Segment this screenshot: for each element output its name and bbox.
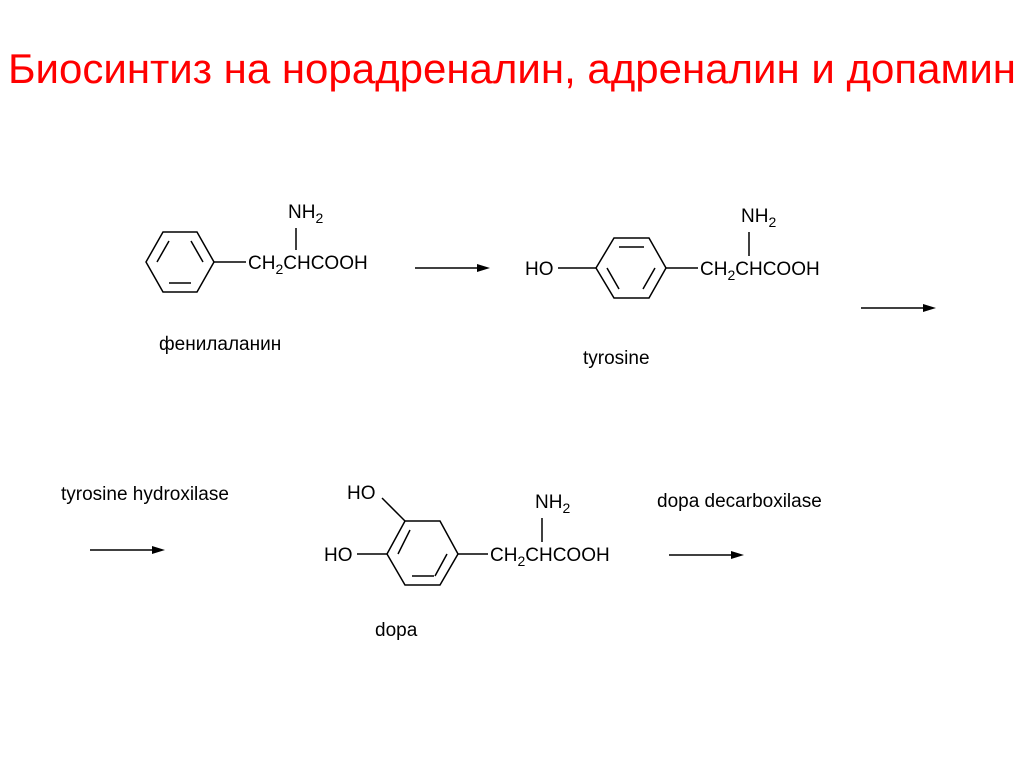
dopa-label: dopa bbox=[375, 620, 418, 641]
tyrosine-structure: HO NH2 CH2CHCOOH bbox=[525, 206, 820, 299]
benzene-ring bbox=[595, 237, 667, 299]
phenylalanine-label: фенилаланин bbox=[159, 334, 281, 355]
reaction-arrow-2 bbox=[861, 304, 936, 312]
page-title: Биосинтиз на норадреналин, адреналин и д… bbox=[7, 45, 1017, 92]
enzyme-label-tyrosine-hydroxylase: tyrosine hydroxilase bbox=[61, 484, 229, 505]
reaction-arrow-4 bbox=[669, 551, 744, 559]
side-chain: CH2CHCOOH bbox=[700, 259, 820, 283]
hydroxyl-group-4: HO bbox=[324, 545, 353, 566]
hydroxyl-group: HO bbox=[525, 259, 554, 280]
benzene-ring bbox=[145, 231, 215, 293]
side-chain: CH2CHCOOH bbox=[490, 545, 610, 569]
tyrosine-label: tyrosine bbox=[583, 348, 650, 369]
dopa-structure: HO HO NH2 CH2CHCOOH bbox=[324, 483, 610, 586]
amine-group: NH2 bbox=[288, 202, 323, 226]
amine-group: NH2 bbox=[741, 206, 776, 230]
amine-group: NH2 bbox=[535, 492, 570, 516]
reaction-arrow-1 bbox=[415, 264, 490, 272]
phenylalanine-structure: NH2 CH2CHCOOH bbox=[145, 202, 368, 293]
reaction-arrow-3 bbox=[90, 546, 165, 554]
hydroxyl-group-3: HO bbox=[347, 483, 376, 504]
benzene-ring bbox=[386, 520, 459, 586]
enzyme-label-dopa-decarboxylase: dopa decarboxilase bbox=[657, 491, 822, 512]
side-chain: CH2CHCOOH bbox=[248, 253, 368, 277]
